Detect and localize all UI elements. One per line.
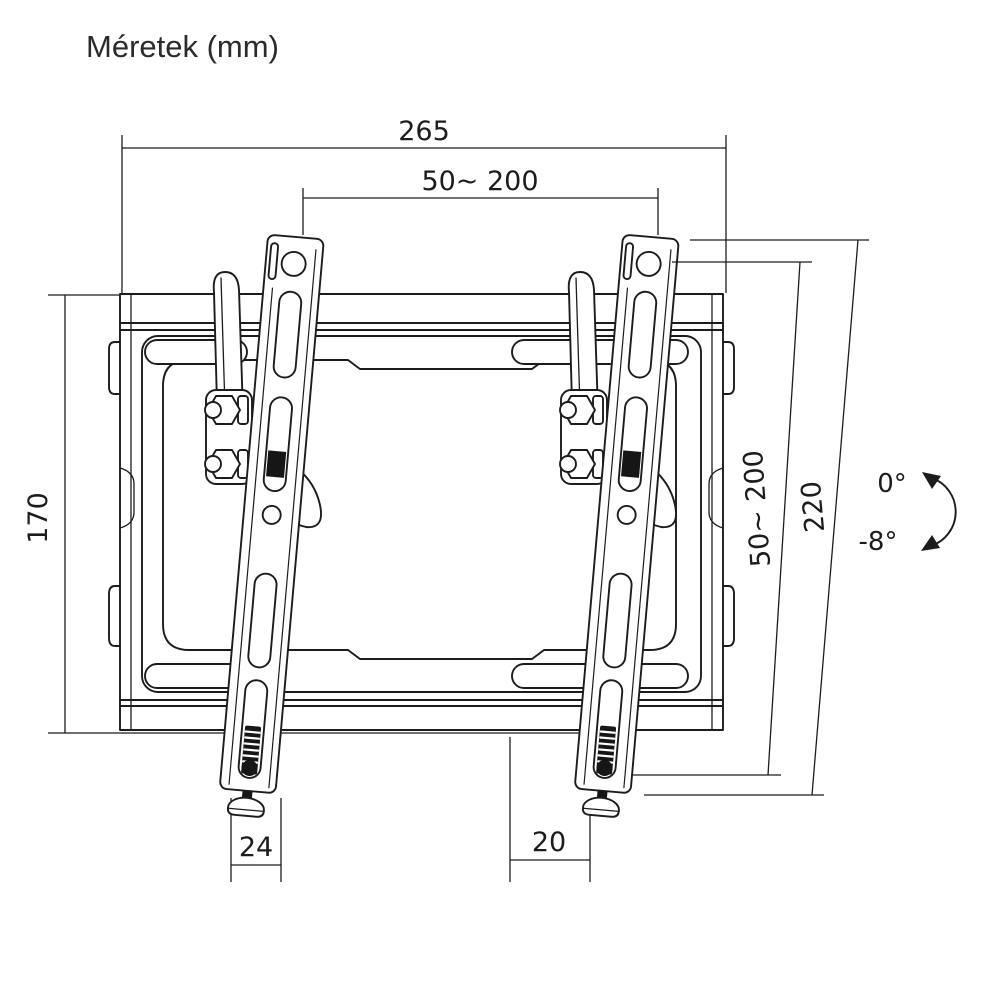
drawing-title: Méretek (mm) (86, 29, 279, 64)
tilt-arrow-up-icon (922, 472, 941, 489)
tilt-angle-up: 0° (877, 469, 907, 499)
dim-vesa-height: 50~ 200 (738, 449, 777, 568)
tilt-range-indicator (921, 472, 957, 551)
dim-plate-height: 170 (23, 492, 54, 544)
dim-rail-length: 220 (796, 480, 831, 534)
dim-bottom-left-width: 24 (239, 832, 273, 863)
dim-total-width: 265 (398, 116, 450, 147)
right-dimension-connectors (632, 239, 869, 796)
tilt-arrow-down-icon (921, 535, 940, 551)
dimension-lines (48, 135, 859, 882)
dim-bottom-right-gap: 20 (532, 827, 566, 858)
plate-recess (141, 335, 702, 693)
dim-vesa-width: 50~ 200 (421, 166, 538, 197)
tilt-angle-down: -8° (859, 527, 898, 557)
